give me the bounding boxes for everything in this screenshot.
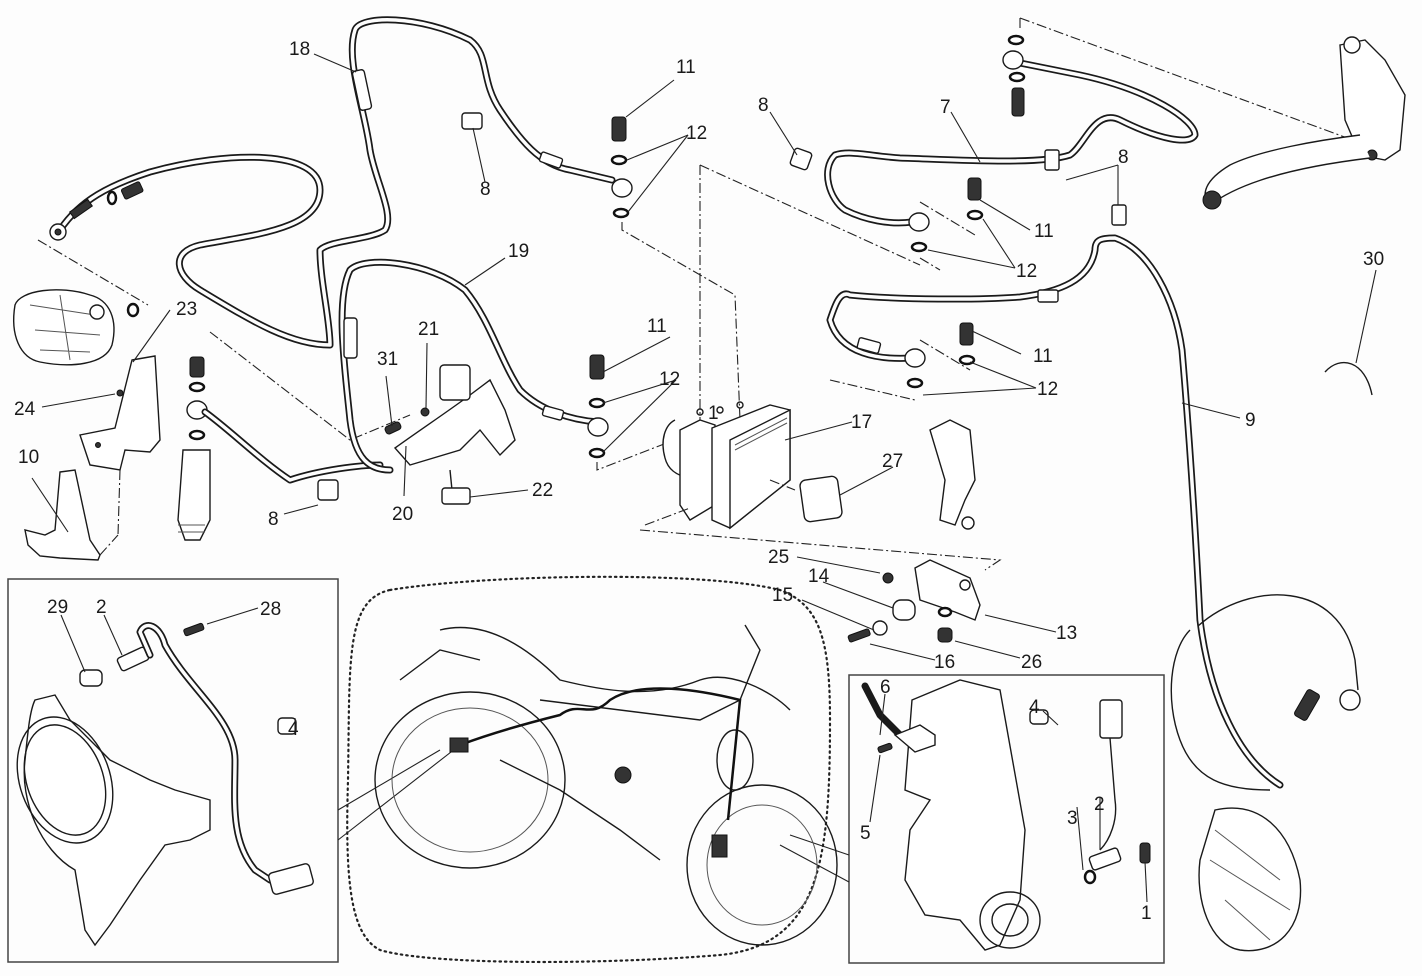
hose-clamp-8 — [789, 147, 813, 171]
callout-21: 21 — [418, 319, 440, 340]
callout-16: 16 — [934, 652, 956, 673]
pad-27 — [799, 475, 843, 523]
callout-28: 28 — [260, 599, 282, 620]
callout-11: 11 — [676, 57, 696, 78]
heat-guard-23 — [79, 355, 161, 536]
callout-2: 2 — [1094, 794, 1105, 815]
callout-8: 8 — [758, 95, 769, 116]
banjo-assembly-lower-left — [587, 354, 701, 471]
callout-11: 11 — [647, 316, 667, 337]
callout-8: 8 — [268, 509, 279, 530]
abs-valve-bracket — [384, 364, 516, 505]
front-inset-pointer — [779, 834, 850, 883]
callout-31: 31 — [377, 349, 399, 370]
brake-hose-18 — [49, 16, 616, 349]
fitting-parts-18 — [37, 181, 149, 318]
callout-22: 22 — [532, 480, 554, 501]
callout-27: 27 — [882, 451, 904, 472]
cable-tie-30 — [1324, 361, 1373, 396]
brake-hose-7 — [824, 17, 1381, 271]
front-sensor-detail — [861, 679, 1151, 951]
rear-caliper — [13, 289, 115, 366]
callout-6: 6 — [880, 677, 891, 698]
callout-20: 20 — [392, 504, 414, 525]
callout-1: 1 — [1141, 903, 1152, 924]
callout-12: 12 — [659, 369, 681, 390]
hose-clamp-8 — [317, 479, 339, 501]
callout-12: 12 — [1016, 261, 1038, 282]
callout-30: 30 — [1363, 249, 1385, 270]
screw-24 — [116, 389, 124, 397]
callout-2: 2 — [96, 597, 107, 618]
callout-1: 1 — [708, 403, 719, 424]
callout-13: 13 — [1056, 623, 1078, 644]
abs-bracket-13 — [847, 419, 981, 643]
hose-clamp-8 — [1111, 204, 1127, 226]
callout-8: 8 — [1118, 147, 1129, 168]
callout-4: 4 — [1029, 697, 1040, 718]
abs-hydraulic-unit — [639, 401, 1002, 571]
callout-11: 11 — [1034, 221, 1054, 242]
callout-5: 5 — [860, 823, 871, 844]
leader-lines — [31, 53, 1377, 903]
guard-10 — [24, 469, 119, 561]
callout-14: 14 — [808, 566, 830, 587]
callout-12: 12 — [686, 123, 708, 144]
callout-26: 26 — [1021, 652, 1043, 673]
rear-sensor-inset-frame — [7, 578, 339, 963]
callout-18: 18 — [289, 39, 311, 60]
callout-23: 23 — [176, 299, 198, 320]
rear-inset-pointer — [337, 744, 461, 841]
callout-24: 24 — [14, 399, 36, 420]
callout-19: 19 — [508, 241, 530, 262]
callout-12: 12 — [1037, 379, 1059, 400]
motorcycle-illustration — [374, 624, 838, 946]
callout-25: 25 — [768, 547, 790, 568]
callout-8: 8 — [480, 179, 491, 200]
callout-29: 29 — [47, 597, 69, 618]
callout-4: 4 — [288, 719, 299, 740]
callout-15: 15 — [772, 585, 794, 606]
banjo-assembly-upper-left — [610, 116, 921, 440]
brake-hose-9 — [826, 234, 1284, 789]
callout-9: 9 — [1245, 410, 1256, 431]
callout-7: 7 — [940, 97, 951, 118]
rear-master-cylinder — [177, 331, 411, 541]
rear-sensor-detail — [16, 622, 314, 947]
front-sensor-inset-frame — [848, 674, 1165, 964]
hose-clamp-8 — [461, 112, 483, 130]
motorcycle-overview-frame — [346, 575, 832, 964]
callout-17: 17 — [851, 412, 873, 433]
callout-10: 10 — [18, 447, 40, 468]
front-master-cylinder-lever — [1202, 36, 1406, 210]
brake-hose-19 — [338, 258, 602, 474]
callout-11: 11 — [1033, 346, 1053, 367]
callout-3: 3 — [1067, 808, 1078, 829]
front-caliper-assembly — [1170, 594, 1361, 952]
